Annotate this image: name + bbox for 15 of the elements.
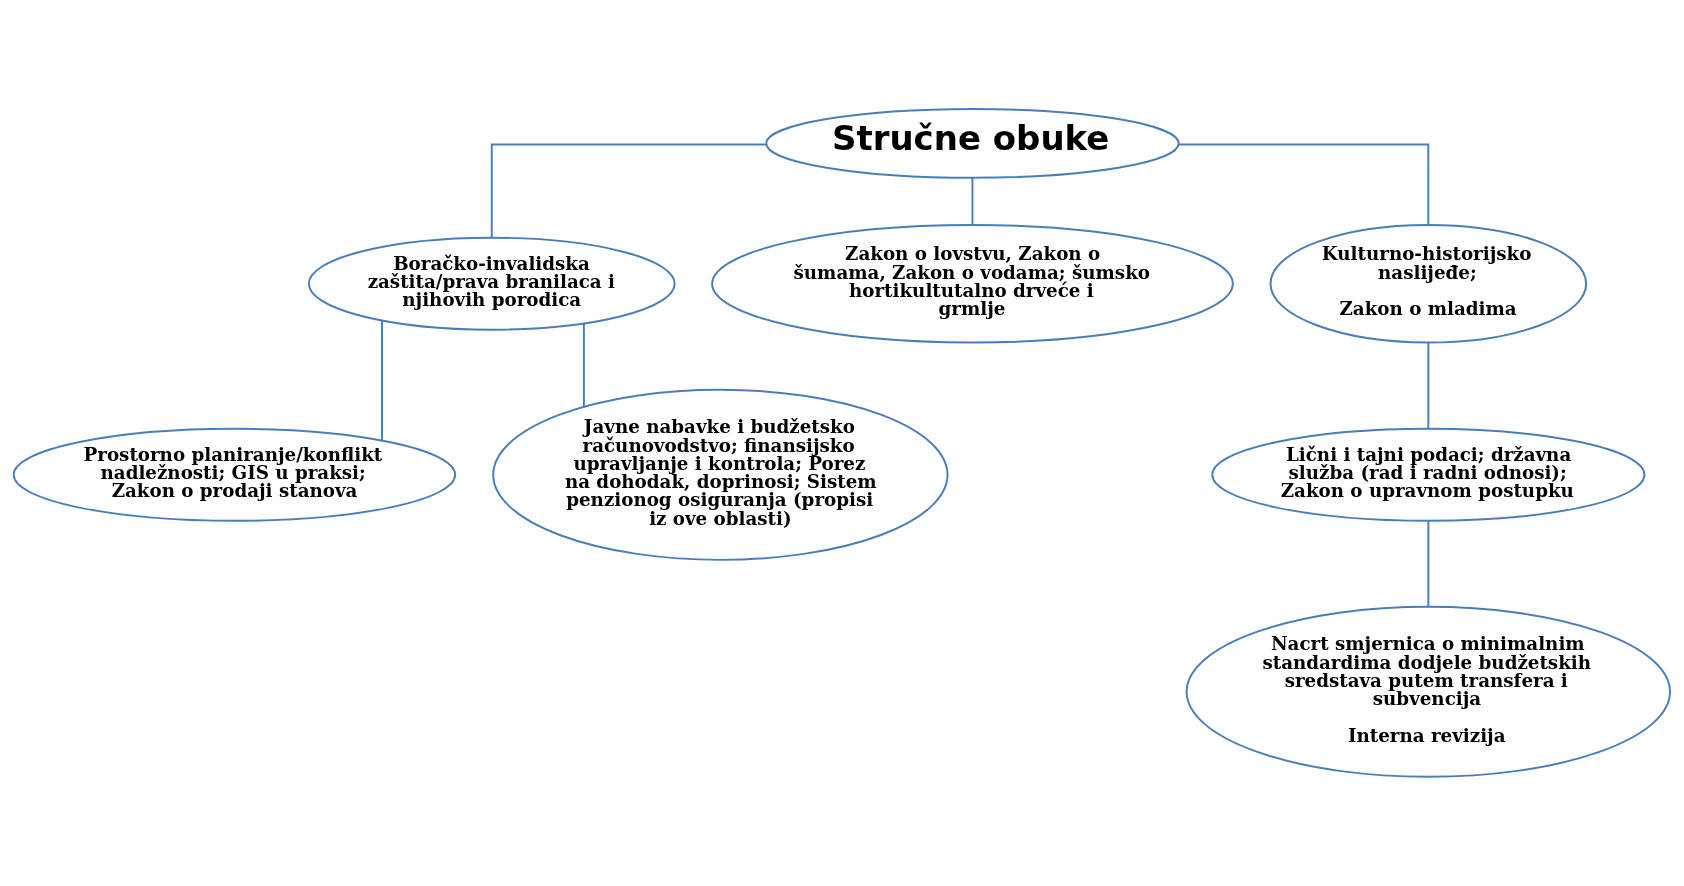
node-ellipse: Stručne obuke [765, 108, 1180, 179]
node-ellipse: Javne nabavke i budžetsko računovodstvo; finansijsko upravljanje i kontrola; Porez na dohodak, doprinosi; Sistem penzionog osiguranja (propisi iz ove oblasti) [492, 388, 949, 561]
connector [381, 320, 383, 442]
connector [490, 143, 768, 239]
node-ellipse: Prostorno planiranje/konflikt nadležnosti; GIS u praksi; Zakon o prodaji stanova [12, 427, 457, 522]
connector [1427, 520, 1430, 608]
connector [1177, 143, 1430, 226]
node-ellipse: Boračko-invalidska zaštita/prava branilaca i njihovih porodica [307, 236, 676, 331]
connector [971, 176, 974, 226]
node-ellipse: Nacrt smjernica o minimalnim standardima dodjele budžetskih sredstava putem transfera i subvencija Interna revizija [1185, 605, 1671, 778]
connector [1427, 342, 1430, 430]
node-ellipse: Zakon o lovstvu, Zakon o šumama, Zakon o vodama; šumsko hortikultutalno drveće i grmlje [711, 223, 1234, 344]
node-ellipse: Kulturno-historijsko naslijeđe; Zakon o mladima [1269, 223, 1588, 344]
node-ellipse: Lični i tajni podaci; državna služba (rad i radni odnosi); Zakon o upravnom postupku [1211, 427, 1646, 522]
connector [582, 322, 585, 408]
